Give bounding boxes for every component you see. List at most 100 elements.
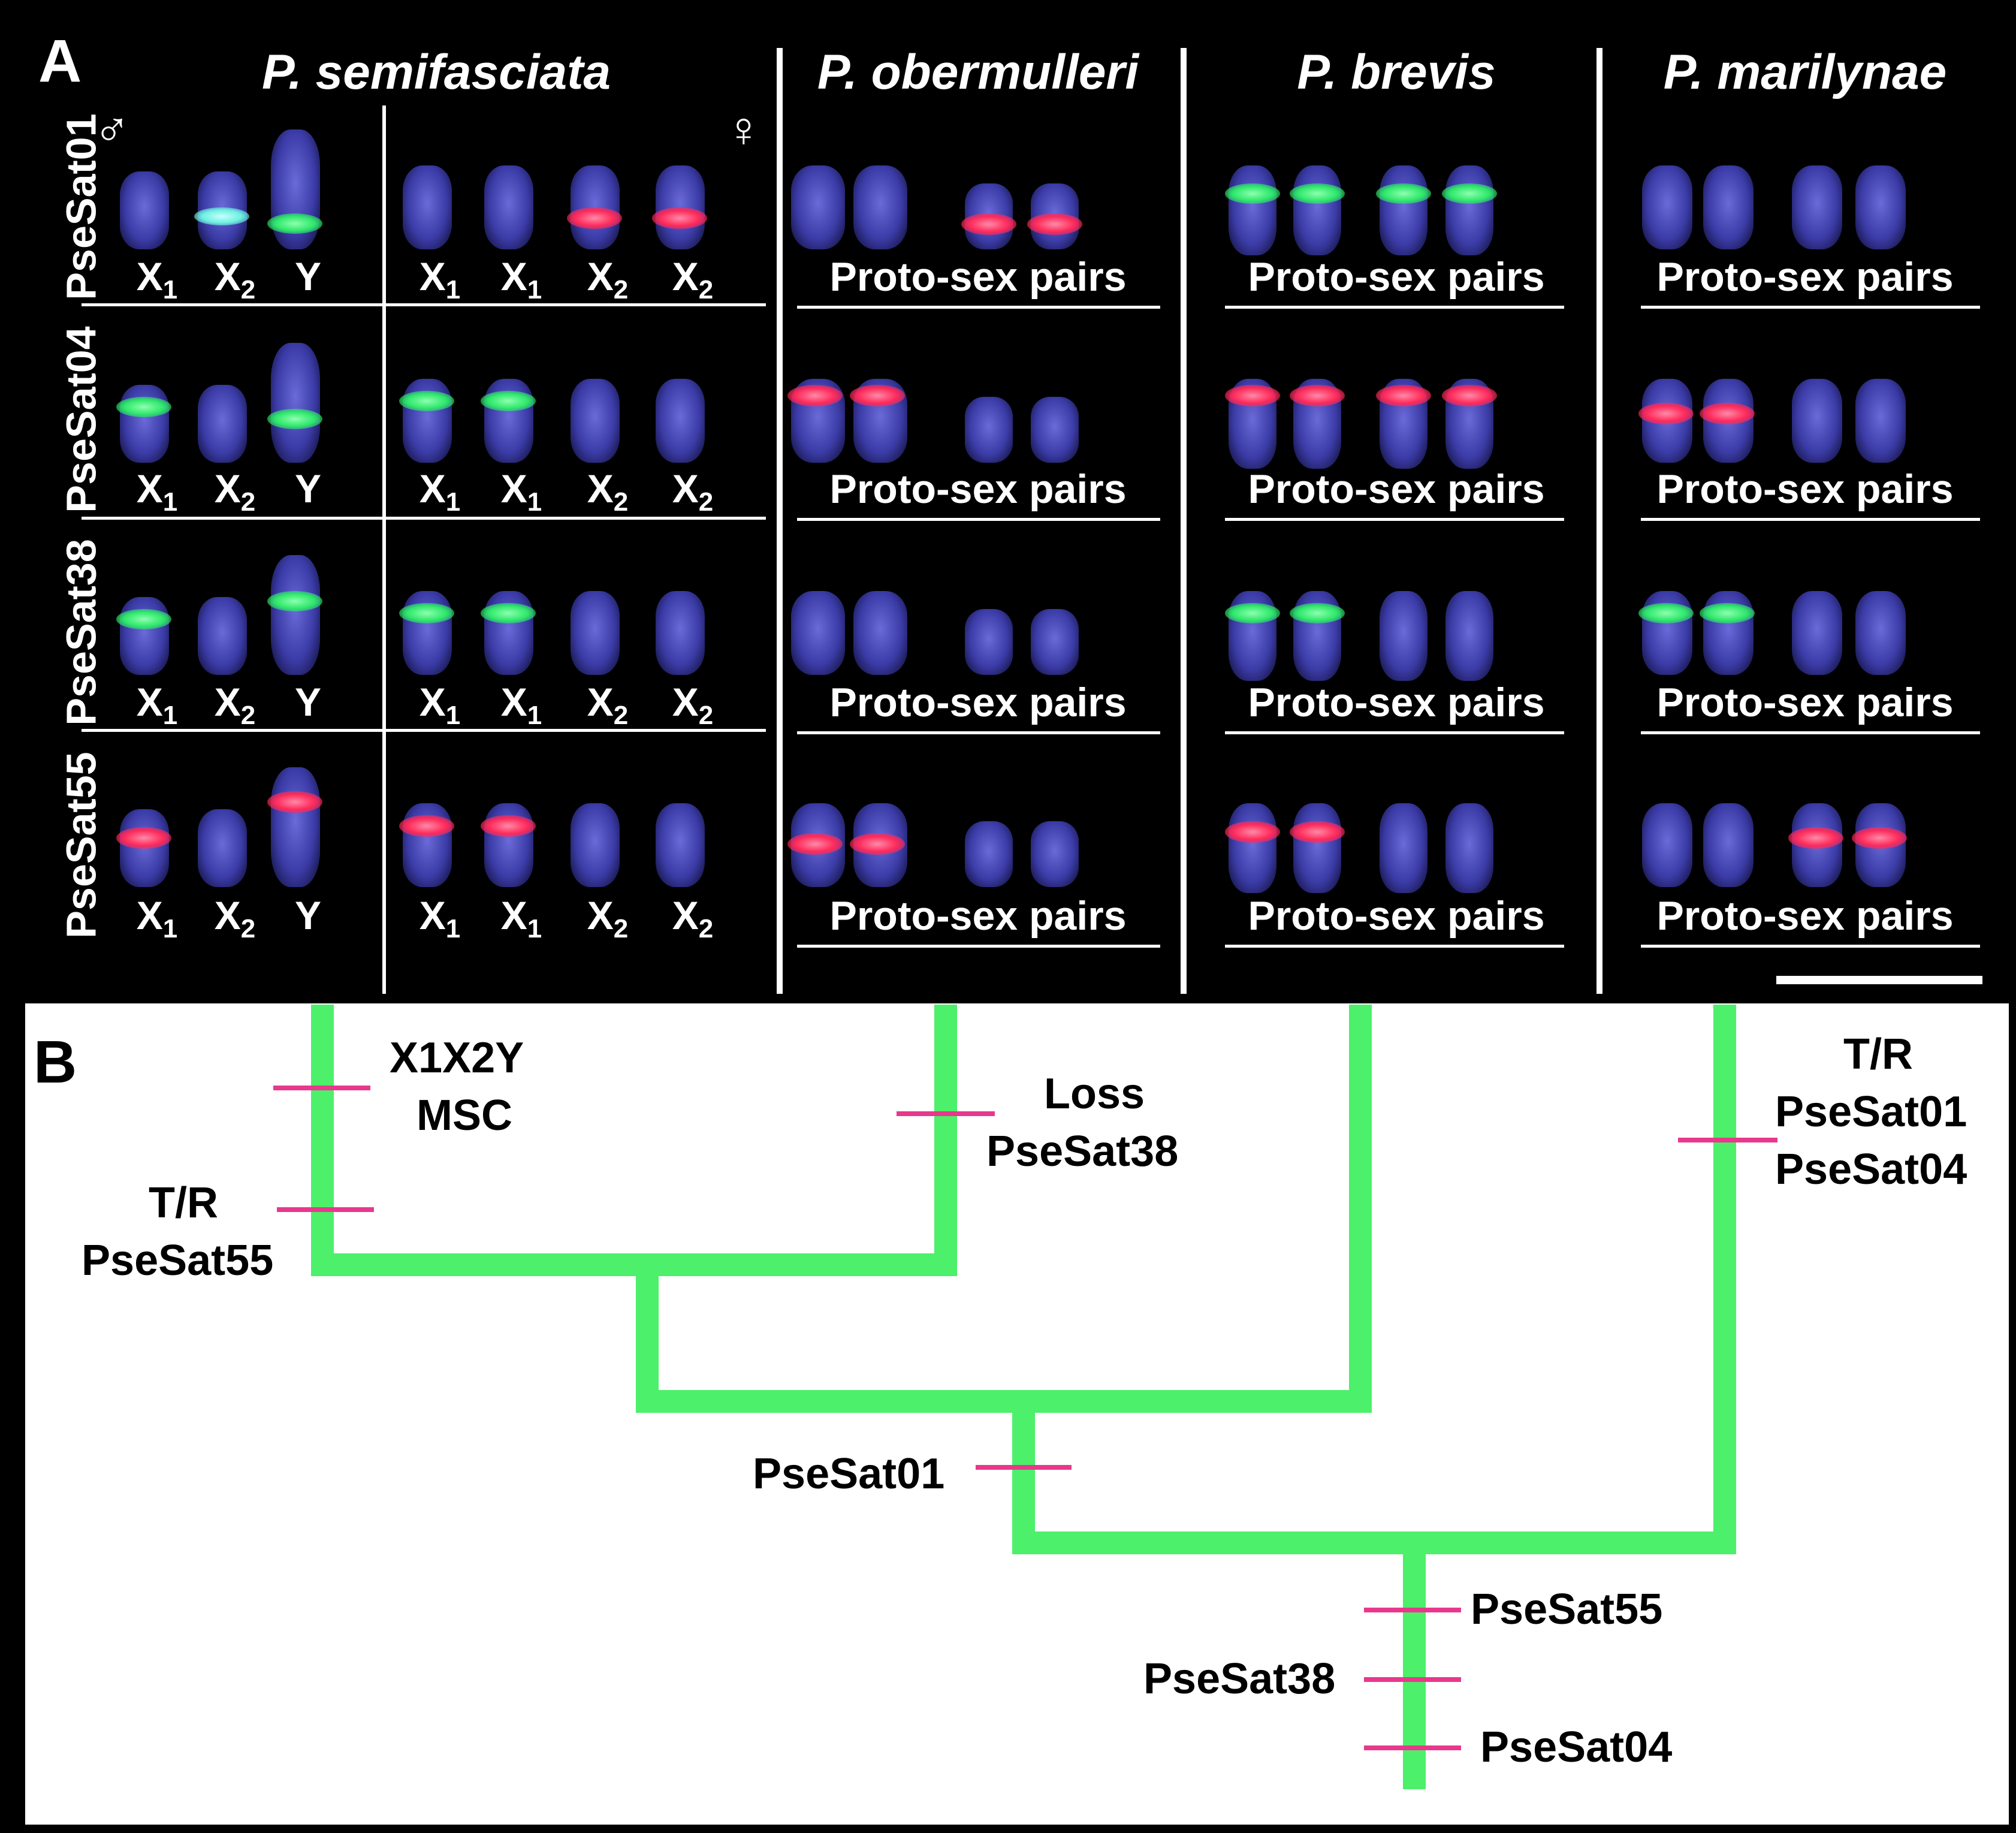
divider-species-3	[1596, 48, 1602, 994]
chromosome-marilynae	[1792, 379, 1842, 463]
fish-signal-red	[567, 207, 622, 229]
pair-underline-marilynae	[1641, 306, 1980, 309]
fish-signal-red	[1225, 821, 1280, 843]
chromosome-label-subscript: 1	[162, 914, 178, 944]
chromosome-label-base: X	[587, 680, 614, 724]
chromosome-obermulleri	[791, 591, 845, 675]
chromosome-label-male: X2	[215, 257, 256, 303]
species-obermulleri: P. obermulleri	[817, 45, 1139, 100]
fish-signal-red	[1290, 821, 1345, 843]
chromosome-label-base: X	[587, 893, 614, 937]
fish-signal-red	[787, 833, 843, 855]
chromosome-label-base: Y	[294, 254, 322, 299]
panel-a-letter: A	[38, 28, 82, 95]
chromosome-obermulleri	[853, 591, 907, 675]
fish-signal-green	[481, 603, 536, 623]
chromosome-label-subscript: 1	[445, 701, 461, 731]
chromosome-label-subscript: 1	[527, 701, 542, 731]
chromosome-marilynae	[1792, 165, 1842, 249]
fish-signal-green	[1290, 183, 1345, 204]
pair-underline-marilynae	[1641, 518, 1980, 521]
chromosome-label-male: Y	[295, 257, 321, 296]
chromosome-label-base: X	[214, 254, 241, 299]
event-label-psesat38-obermulleri: PseSat38	[986, 1127, 1179, 1175]
pair-underline-marilynae	[1641, 945, 1980, 948]
fish-signal-green	[267, 409, 322, 429]
fish-signal-red	[399, 815, 454, 837]
pair-underline-obermulleri	[797, 945, 1160, 948]
chromosome-marilynae	[1703, 803, 1754, 887]
proto-sex-pairs-label-marilynae: Proto-sex pairs	[1656, 466, 1954, 512]
chromosome-label-male: X1	[137, 896, 178, 942]
chromosome-label-subscript: 1	[445, 275, 461, 305]
chromosome-obermulleri	[965, 609, 1013, 675]
chromosome-label-base: X	[419, 893, 446, 937]
fish-signal-red	[1225, 385, 1280, 406]
chromosome-label-base: X	[672, 466, 699, 511]
fish-signal-green	[399, 391, 454, 411]
chromosome-label-male: X2	[215, 469, 256, 515]
chromosome-label-subscript: 1	[162, 275, 178, 305]
chromosome-obermulleri	[965, 397, 1013, 463]
female-symbol-icon: ♀	[725, 102, 762, 157]
fish-signal-red	[116, 827, 171, 849]
chromosome-brevis	[1445, 803, 1493, 893]
chromosome-label-male: X1	[137, 682, 178, 729]
pair-underline-brevis	[1225, 518, 1564, 521]
chromosome-obermulleri	[1031, 821, 1079, 887]
fish-signal-red	[850, 385, 905, 406]
species-semifasciata: P. semifasciata	[261, 45, 611, 100]
fish-signal-red	[1700, 403, 1755, 424]
chromosome-label-base: Y	[294, 466, 322, 511]
proto-sex-pairs-label-brevis: Proto-sex pairs	[1248, 893, 1545, 939]
divider-male-female	[382, 105, 386, 994]
fish-signal-green	[399, 603, 454, 623]
chromosome-label-female: X2	[672, 257, 714, 303]
pair-underline-brevis	[1225, 945, 1564, 948]
event-label-loss: Loss	[1044, 1070, 1145, 1118]
fish-signal-red	[267, 791, 322, 813]
chromosome-label-base: X	[587, 254, 614, 299]
chromosome-label-subscript: 2	[613, 701, 629, 731]
male-symbol-icon: ♂	[93, 102, 131, 157]
event-label-psesat01-node: PseSat01	[753, 1450, 945, 1498]
proto-sex-pairs-label-brevis: Proto-sex pairs	[1248, 466, 1545, 512]
fish-signal-green	[1225, 183, 1280, 204]
divider-species-1	[777, 48, 783, 994]
event-label-x1x2y: X1X2Y	[390, 1034, 524, 1082]
chromosome-obermulleri	[1031, 609, 1079, 675]
chromosome-label-subscript: 2	[698, 914, 714, 944]
chromosome-label-base: X	[136, 680, 163, 724]
chromosome-label-female: X1	[501, 682, 542, 729]
chromosome-semifasciata-male	[198, 385, 247, 463]
chromosome-label-female: X1	[420, 682, 461, 729]
scale-bar	[1776, 976, 1982, 984]
chromosome-label-female: X2	[587, 682, 629, 729]
chromosome-label-base: X	[587, 466, 614, 511]
chromosome-label-base: X	[214, 680, 241, 724]
chromosome-label-base: X	[672, 254, 699, 299]
chromosome-label-subscript: 2	[240, 701, 256, 731]
chromosome-marilynae	[1703, 165, 1754, 249]
chromosome-label-subscript: 2	[698, 275, 714, 305]
chromosome-obermulleri	[1031, 397, 1079, 463]
chromosome-semifasciata-female	[571, 803, 620, 887]
chromosome-label-base: X	[419, 680, 446, 724]
chromosome-label-female: X1	[501, 257, 542, 303]
proto-sex-pairs-label-marilynae: Proto-sex pairs	[1656, 893, 1954, 939]
chromosome-semifasciata-female	[571, 379, 620, 463]
chromosome-label-subscript: 1	[162, 701, 178, 731]
fish-signal-green	[1225, 603, 1280, 623]
chromosome-label-subscript: 1	[527, 487, 542, 517]
chromosome-label-female: X2	[672, 896, 714, 942]
row-divider-semifasciata	[82, 517, 766, 520]
fish-signal-red	[1376, 385, 1431, 406]
panel-b-letter: B	[34, 1029, 77, 1096]
chromosome-label-subscript: 1	[527, 275, 542, 305]
fish-signal-green	[116, 397, 171, 417]
chromosome-semifasciata-female	[571, 591, 620, 675]
chromosome-label-base: X	[136, 254, 163, 299]
species-brevis: P. brevis	[1297, 45, 1496, 100]
chromosome-label-female: X2	[587, 896, 629, 942]
